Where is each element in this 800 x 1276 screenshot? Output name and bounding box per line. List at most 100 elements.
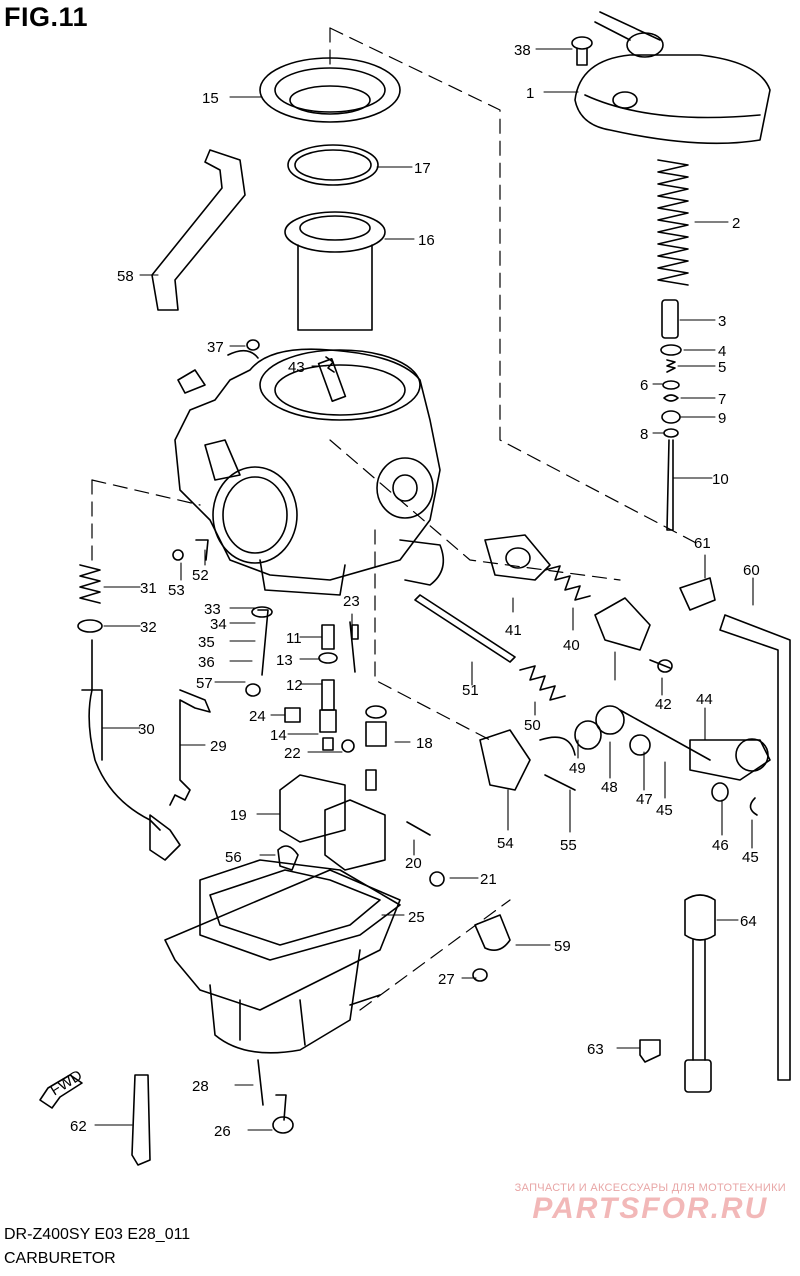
callout: 62 bbox=[70, 1118, 87, 1135]
lever-44 bbox=[574, 705, 771, 781]
screw-38 bbox=[571, 36, 593, 66]
callout: 7 bbox=[718, 391, 726, 408]
callout: 55 bbox=[560, 837, 577, 854]
callout: 61 bbox=[694, 535, 711, 552]
float-bowl bbox=[164, 859, 401, 1054]
clip-61 bbox=[679, 577, 716, 611]
callout: 45 bbox=[656, 802, 673, 819]
callout: 11 bbox=[286, 630, 302, 647]
hose-60 bbox=[719, 614, 791, 1081]
footer-title: CARBURETOR bbox=[4, 1250, 116, 1267]
cable-30 bbox=[88, 639, 161, 831]
callout: 15 bbox=[202, 90, 219, 107]
callout: 22 bbox=[284, 745, 301, 762]
callout: 58 bbox=[117, 268, 134, 285]
rod-29 bbox=[169, 689, 211, 806]
callout: 18 bbox=[416, 735, 433, 752]
watermark: ЗАПЧАСТИ И АКСЕССУАРЫ ДЛЯ МОТОТЕХНИКИ PA… bbox=[515, 1182, 786, 1226]
callout: 64 bbox=[740, 913, 757, 930]
callout: 4 bbox=[718, 343, 726, 360]
callout: 47 bbox=[636, 791, 653, 808]
callout: 24 bbox=[249, 708, 266, 725]
sensor-63 bbox=[639, 1039, 661, 1063]
hose-58 bbox=[151, 149, 246, 311]
needle-parts bbox=[660, 299, 682, 531]
callout: 26 bbox=[214, 1123, 231, 1140]
spring-31 bbox=[79, 564, 101, 604]
callout: 45 bbox=[742, 849, 759, 866]
callout: 49 bbox=[569, 760, 586, 777]
leader-lines bbox=[94, 48, 754, 1131]
callout: 5 bbox=[718, 359, 726, 376]
callout: 41 bbox=[505, 622, 522, 639]
piston-16 bbox=[284, 211, 386, 331]
callout: 12 bbox=[286, 677, 303, 694]
callout-numbers: 1 2 3 4 5 6 7 8 9 10 11 12 13 14 15 16 1… bbox=[70, 42, 760, 1140]
callout: 54 bbox=[497, 835, 514, 852]
callout: 46 bbox=[712, 837, 729, 854]
callout: 42 bbox=[655, 696, 672, 713]
callout: 27 bbox=[438, 971, 455, 988]
bracket-62 bbox=[131, 1074, 151, 1166]
callout: 32 bbox=[140, 619, 157, 636]
adjuster-30 bbox=[149, 814, 181, 861]
float-19 bbox=[279, 774, 386, 871]
watermark-brand: PARTSFOR.RU bbox=[532, 1192, 769, 1225]
callout: 16 bbox=[418, 232, 435, 249]
callout: 20 bbox=[405, 855, 422, 872]
bracket-59 bbox=[474, 914, 511, 951]
callout: 25 bbox=[408, 909, 425, 926]
diaphragm-15 bbox=[259, 57, 401, 123]
callout: 60 bbox=[743, 562, 760, 579]
callout: 3 bbox=[718, 313, 726, 330]
callout: 21 bbox=[480, 871, 497, 888]
callout: 34 bbox=[210, 616, 227, 633]
footer-model: DR-Z400SY E03 E28_011 bbox=[4, 1226, 191, 1243]
pump-54 bbox=[479, 729, 576, 791]
callout: 14 bbox=[270, 727, 287, 744]
callout: 43 bbox=[288, 359, 305, 376]
callout: 48 bbox=[601, 779, 618, 796]
callout: 29 bbox=[210, 738, 227, 755]
callout: 31 bbox=[140, 580, 157, 597]
callout: 9 bbox=[718, 410, 726, 427]
callout: 8 bbox=[640, 426, 648, 443]
callout: 33 bbox=[204, 601, 221, 618]
callout: 44 bbox=[696, 691, 713, 708]
jets bbox=[172, 339, 488, 1134]
fwd-label: FWD bbox=[47, 1067, 85, 1100]
callout: 59 bbox=[554, 938, 571, 955]
ring-17 bbox=[287, 144, 379, 186]
callout: 40 bbox=[563, 637, 580, 654]
callout: 28 bbox=[192, 1078, 209, 1095]
callout: 30 bbox=[138, 721, 155, 738]
holder-39 bbox=[594, 597, 673, 673]
spring-2 bbox=[657, 159, 689, 286]
callout: 17 bbox=[414, 160, 431, 177]
cover-41 bbox=[484, 534, 551, 581]
top-cap bbox=[574, 11, 771, 145]
callout: 52 bbox=[192, 567, 209, 584]
gasket-25 bbox=[209, 869, 381, 946]
callout: 53 bbox=[168, 582, 185, 599]
callout: 56 bbox=[225, 849, 242, 866]
callout: 50 bbox=[524, 717, 541, 734]
spring-40 bbox=[544, 565, 591, 601]
watermark-tagline: ЗАПЧАСТИ И АКСЕССУАРЫ ДЛЯ МОТОТЕХНИКИ bbox=[514, 1182, 786, 1194]
sensor-64 bbox=[684, 894, 716, 1093]
washer-46 bbox=[711, 782, 729, 802]
callout: 2 bbox=[732, 215, 740, 232]
spring-50 bbox=[519, 665, 566, 701]
callout: 38 bbox=[514, 42, 531, 59]
washer-32 bbox=[77, 619, 103, 633]
callout: 35 bbox=[198, 634, 215, 651]
callout: 10 bbox=[712, 471, 729, 488]
callout: 6 bbox=[640, 377, 648, 394]
figure-label: FIG.11 bbox=[4, 2, 89, 32]
callout: 23 bbox=[343, 593, 360, 610]
carburetor-body bbox=[174, 348, 445, 596]
assembly-lines bbox=[91, 27, 701, 1011]
callout: 57 bbox=[196, 675, 213, 692]
callout: 51 bbox=[462, 682, 479, 699]
